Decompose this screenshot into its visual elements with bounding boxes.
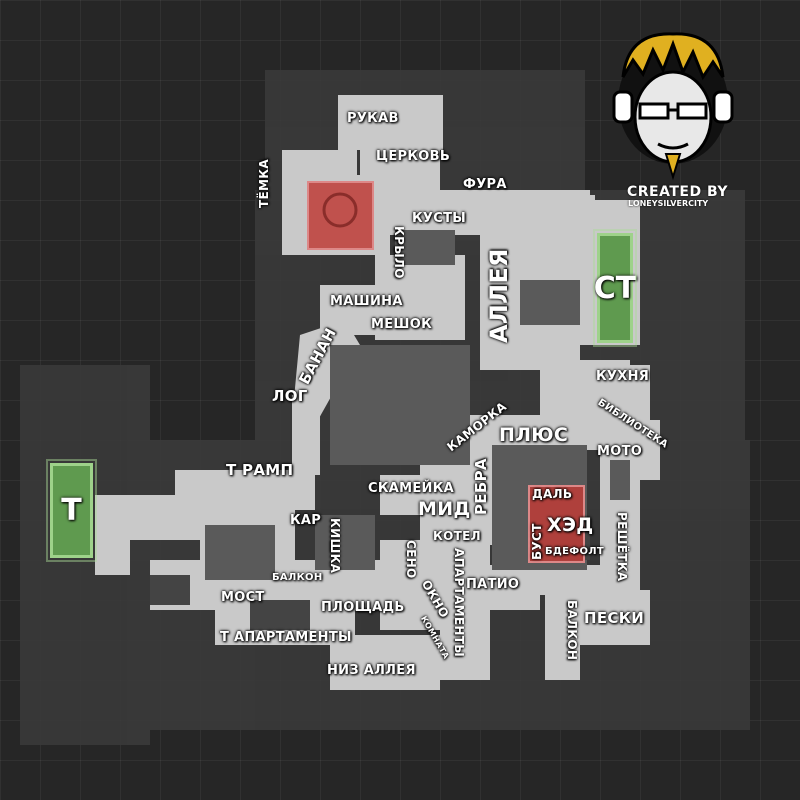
callout-balkon-right: БАЛКОН <box>565 600 579 661</box>
callout-log: ЛОГ <box>272 387 308 405</box>
ct-spawn: CT <box>593 229 637 347</box>
callout-moto: МОТО <box>597 444 643 459</box>
bombsite-a-marker-icon <box>322 192 358 228</box>
t-spawn: T <box>46 459 97 562</box>
callout-cerkov: ЦЕРКОВЬ <box>376 149 451 164</box>
callout-bust: БУСТ <box>530 523 544 560</box>
callout-alleya: АЛЛЕЯ <box>485 248 513 343</box>
callout-rukav: РУКАВ <box>347 111 399 126</box>
bombsite-a <box>307 181 374 250</box>
callout-niz-alleya: НИЗ АЛЛЕЯ <box>327 663 416 678</box>
callout-apartamenty: АПАРТАМЕНТЫ <box>452 548 466 657</box>
callout-kusty: КУСТЫ <box>412 211 467 226</box>
callout-fura: ФУРА <box>463 177 507 192</box>
callout-patio: ПАТИО <box>466 577 520 592</box>
callout-meshok: МЕШОК <box>371 317 433 332</box>
callout-kar: КАР <box>290 513 322 528</box>
callout-kotel: КОТЕЛ <box>433 529 481 543</box>
callout-t-ramp: Т РАМП <box>226 461 294 479</box>
ct-spawn-label: CT <box>593 270 637 306</box>
callout-ploshad: ПЛОЩАДЬ <box>321 600 405 615</box>
callout-skameyka: СКАМЕЙКА <box>368 481 455 496</box>
callout-krylo: КРЫЛО <box>392 226 406 279</box>
callout-rebra: РЕБРА <box>472 458 490 515</box>
callout-plus: ПЛЮС <box>499 424 569 446</box>
callout-kishka: КИШКА <box>328 518 342 574</box>
t-spawn-label: T <box>61 493 82 528</box>
callout-mashina: МАШИНА <box>330 294 403 309</box>
credit-author: LONEYSILVERCITY <box>628 199 709 208</box>
callout-most: МОСТ <box>221 590 265 605</box>
callout-seno: СЕНО <box>404 540 418 579</box>
callout-kukhnya: КУХНЯ <box>596 369 650 384</box>
callout-t-apartamenty: Т АПАРТАМЕНТЫ <box>220 630 352 645</box>
bombsite-b <box>528 485 585 563</box>
callout-peski: ПЕСКИ <box>584 609 645 627</box>
credit-created-by: CREATED BY <box>627 184 729 200</box>
callout-head: ХЭД <box>547 514 594 536</box>
callout-dal: ДАЛЬ <box>532 487 573 501</box>
callout-balkon-left: БАЛКОН <box>272 572 323 583</box>
callout-bdefolt: БДЕФОЛТ <box>545 546 605 557</box>
callout-reshetka: РЕШЁТКА <box>615 512 629 582</box>
callout-mid: МИД <box>418 498 471 520</box>
author-avatar-logo-icon <box>612 32 734 181</box>
callout-temka: ТЁМКА <box>257 159 271 208</box>
